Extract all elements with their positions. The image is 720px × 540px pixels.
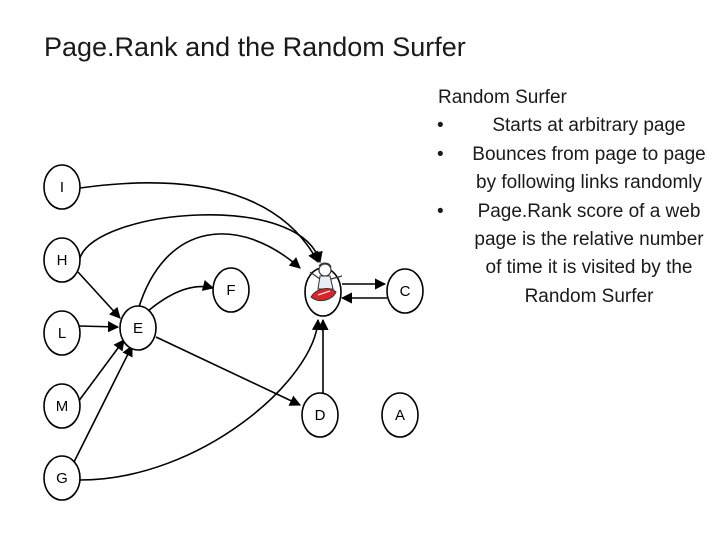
notes-panel: Random Surfer Starts at arbitrary page B… — [424, 84, 714, 311]
node-f: F — [212, 267, 250, 313]
node-i: I — [43, 164, 81, 210]
node-label: I — [60, 179, 64, 196]
edge-g-to-e — [71, 344, 133, 467]
node-a: A — [381, 392, 419, 438]
edge-g-to-b — [79, 318, 324, 481]
edge-m-to-e — [77, 339, 125, 403]
notes-bullets: Starts at arbitrary page Bounces from pa… — [424, 112, 714, 311]
node-m: M — [43, 383, 81, 429]
slide-title: Page.Rank and the Random Surfer — [44, 32, 466, 62]
node-label: E — [133, 320, 143, 337]
node-label: H — [57, 252, 68, 269]
node-label: D — [315, 407, 326, 424]
bullet-item: Starts at arbitrary page — [424, 112, 714, 141]
edge-e-to-b — [137, 233, 301, 311]
node-label: F — [226, 282, 235, 299]
edge-i-to-b — [79, 182, 319, 263]
bullet-item: Page.Rank score of a web page is the rel… — [424, 198, 714, 312]
edge-h-to-b — [79, 214, 323, 264]
notes-heading: Random Surfer — [438, 87, 567, 108]
surfer-icon — [309, 262, 343, 302]
node-d: D — [301, 392, 339, 438]
edge-l-to-e — [78, 321, 120, 333]
node-h: H — [43, 237, 81, 283]
node-label: M — [56, 398, 69, 415]
node-c: C — [386, 268, 424, 314]
node-label: L — [58, 325, 66, 342]
bullet-item: Bounces from page to page by following l… — [424, 141, 714, 198]
node-label: C — [400, 283, 411, 300]
edge-e-to-d — [155, 336, 302, 406]
node-l: L — [43, 310, 81, 356]
node-label: A — [395, 407, 405, 424]
edge-h-to-e — [77, 271, 121, 319]
node-label: G — [56, 470, 68, 487]
node-g: G — [43, 455, 81, 501]
node-e: E — [119, 305, 157, 351]
